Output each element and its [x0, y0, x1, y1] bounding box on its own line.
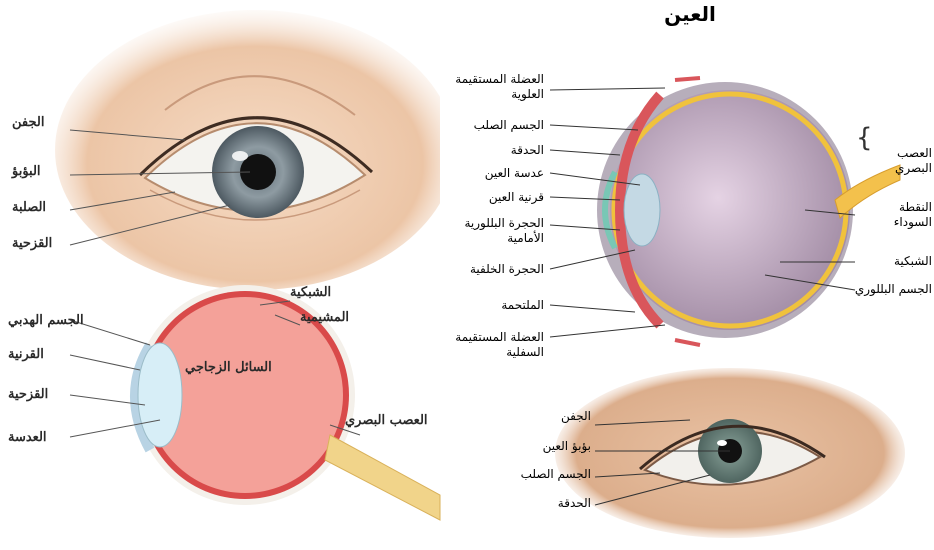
label-superior-rectus: العضلة المستقيمة العلوية — [454, 72, 544, 102]
label-cornea-main: قرنية العين — [489, 190, 544, 205]
label-anterior-chamber: الحجرة البللورية الأمامية — [454, 216, 544, 246]
label-posterior-chamber: الحجرة الخلفية — [470, 262, 544, 277]
eye-small-illustration — [460, 365, 934, 550]
label-inferior-rectus: العضلة المستقيمة السفلية — [454, 330, 544, 360]
label-iris-photo: الحدقة — [558, 496, 591, 511]
label-vitreous-small: السائل الزجاجي — [185, 360, 272, 375]
label-optic-nerve-small: العصب البصري — [345, 413, 428, 428]
cross-section-small-panel: الشبكية المشيمية الجسم الهدبي القرنية ال… — [0, 285, 450, 550]
label-lens-main: عدسة العين — [485, 166, 544, 181]
label-sclera-main: الجسم الصلب — [474, 118, 544, 133]
label-choroid-small: المشيمية — [300, 310, 349, 325]
label-pupil-main: الحدقة — [511, 143, 544, 158]
label-vitreous-main: الجسم البللوري — [855, 282, 932, 297]
external-eye-illustration — [0, 0, 440, 290]
label-cornea-small: القرنية — [8, 347, 44, 362]
label-ciliary-body: الجسم الهدبي — [8, 313, 84, 328]
label-eyelid: الجفن — [12, 115, 44, 130]
label-sclera-photo: الجسم الصلب — [521, 467, 591, 482]
svg-text:{: { — [856, 123, 873, 153]
label-iris-small: القزحية — [8, 387, 48, 402]
label-retina-small: الشبكية — [290, 285, 331, 300]
label-pupil-photo: بؤبؤ العين — [543, 439, 591, 454]
label-iris: القزحية — [12, 236, 52, 251]
label-blind-spot: النقطة السوداء — [862, 200, 932, 230]
eye-small-panel: الجفن بؤبؤ العين الجسم الصلب الحدقة — [460, 365, 934, 550]
cross-section-main-panel: { العضلة المستقيمة العلوية الجسم الصلب ا… — [460, 50, 934, 370]
label-conjunctiva: الملتحمة — [501, 298, 544, 313]
external-eye-panel: الجفن البؤبؤ الصلبة القزحية — [0, 0, 440, 290]
label-retina-main: الشبكية — [894, 254, 932, 269]
label-sclera: الصلبة — [12, 200, 46, 215]
label-lens-small: العدسة — [8, 430, 47, 445]
label-pupil: البؤبؤ — [12, 164, 41, 179]
label-optic-nerve-main: العصب البصري — [877, 146, 932, 176]
label-eyelid-photo: الجفن — [561, 409, 591, 424]
page-title: العين — [650, 2, 730, 26]
